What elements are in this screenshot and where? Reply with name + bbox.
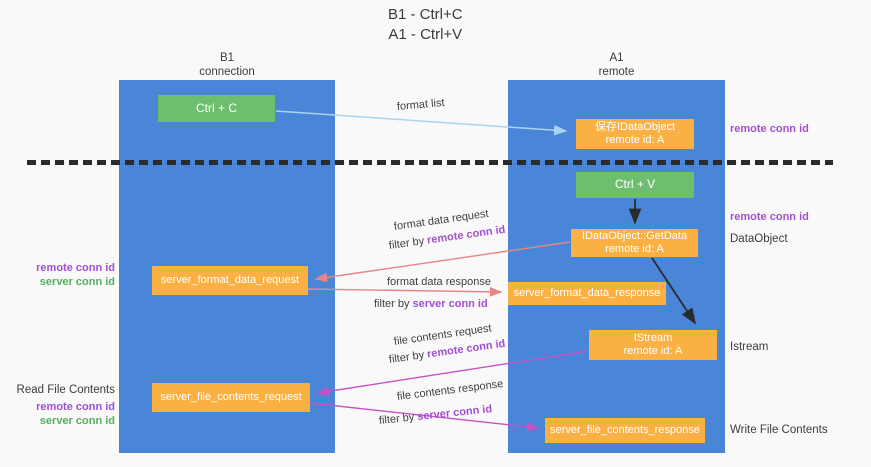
lane-header-b1: B1 connection <box>119 51 335 79</box>
annotation-remote-conn-id-left2: remote conn id <box>36 401 115 413</box>
filter-by-text: filter by <box>374 298 413 310</box>
node-save-idataobject: 保存IDataObject remote id: A <box>576 119 694 149</box>
node-getdata-line2: remote id: A <box>605 243 664 255</box>
label-format-list: format list <box>396 96 446 113</box>
arrow-format-data-response <box>307 286 503 297</box>
annotation-remote-conn-id-top: remote conn id <box>730 123 809 135</box>
lane-a1-name: A1 <box>609 52 624 64</box>
node-save-idataobject-line2: remote id: A <box>605 134 665 146</box>
title-line-1: B1 - Ctrl+C <box>388 6 463 23</box>
node-ctrl-c: Ctrl + C <box>158 95 275 122</box>
annotation-write-file-contents: Write File Contents <box>730 424 828 436</box>
annotation-read-file-contents: Read File Contents <box>16 384 115 396</box>
node-format-response-label: server_format_data_response <box>513 286 661 299</box>
filter-remote-conn-id: remote conn id <box>426 223 507 247</box>
diagram-title: B1 - Ctrl+C A1 - Ctrl+V <box>388 5 463 45</box>
filter-by-text: filter by <box>388 348 428 366</box>
lane-b1-role: connection <box>199 66 255 78</box>
node-server-file-contents-response: server_file_contents_response <box>545 418 705 443</box>
node-istream-line2: remote id: A <box>623 345 683 357</box>
label-filter-by-server-2: filter by server conn id <box>378 403 492 427</box>
node-getdata-line1: IDataObject::GetData <box>581 229 688 242</box>
lane-b1-name: B1 <box>219 52 235 64</box>
node-server-file-contents-request: server_file_contents_request <box>152 383 310 412</box>
node-ctrl-c-label: Ctrl + C <box>195 100 237 115</box>
node-ctrl-v: Ctrl + V <box>576 172 694 198</box>
node-istream: IStream remote id: A <box>589 330 717 360</box>
lane-header-a1: A1 remote <box>508 51 725 79</box>
lane-a1-role: remote <box>598 66 635 78</box>
filter-by-text: filter by <box>378 411 418 427</box>
label-format-data-response: format data response <box>387 276 491 288</box>
node-idataobject-getdata: IDataObject::GetData remote id: A <box>571 229 698 257</box>
annotation-istream: Istream <box>730 341 769 353</box>
node-file-request-label: server_file_contents_request <box>160 390 302 403</box>
node-save-idataobject-line1: 保存IDataObject <box>594 120 676 133</box>
node-server-format-data-request: server_format_data_request <box>152 266 308 295</box>
node-istream-line1: IStream <box>633 331 673 344</box>
title-line-2: A1 - Ctrl+V <box>388 26 463 43</box>
annotation-remote-conn-id-mid: remote conn id <box>730 211 809 223</box>
label-filter-by-server-1: filter by server conn id <box>374 298 488 310</box>
node-ctrl-v-label: Ctrl + V <box>614 177 656 192</box>
node-format-request-label: server_format_data_request <box>160 273 300 286</box>
annotation-server-conn-id-left2: server conn id <box>39 415 115 427</box>
filter-server-conn-id: server conn id <box>412 298 488 310</box>
annotation-dataobject: DataObject <box>730 233 788 245</box>
dashed-divider-line <box>27 160 833 165</box>
annotation-remote-conn-id-left1: remote conn id <box>36 262 115 274</box>
label-file-contents-response: file contents response <box>396 378 504 403</box>
filter-by-text: filter by <box>388 234 428 252</box>
node-file-response-label: server_file_contents_response <box>550 423 700 436</box>
annotation-server-conn-id-left1: server conn id <box>39 276 115 288</box>
node-server-format-data-response: server_format_data_response <box>508 282 666 305</box>
filter-server-conn-id: server conn id <box>416 403 493 423</box>
